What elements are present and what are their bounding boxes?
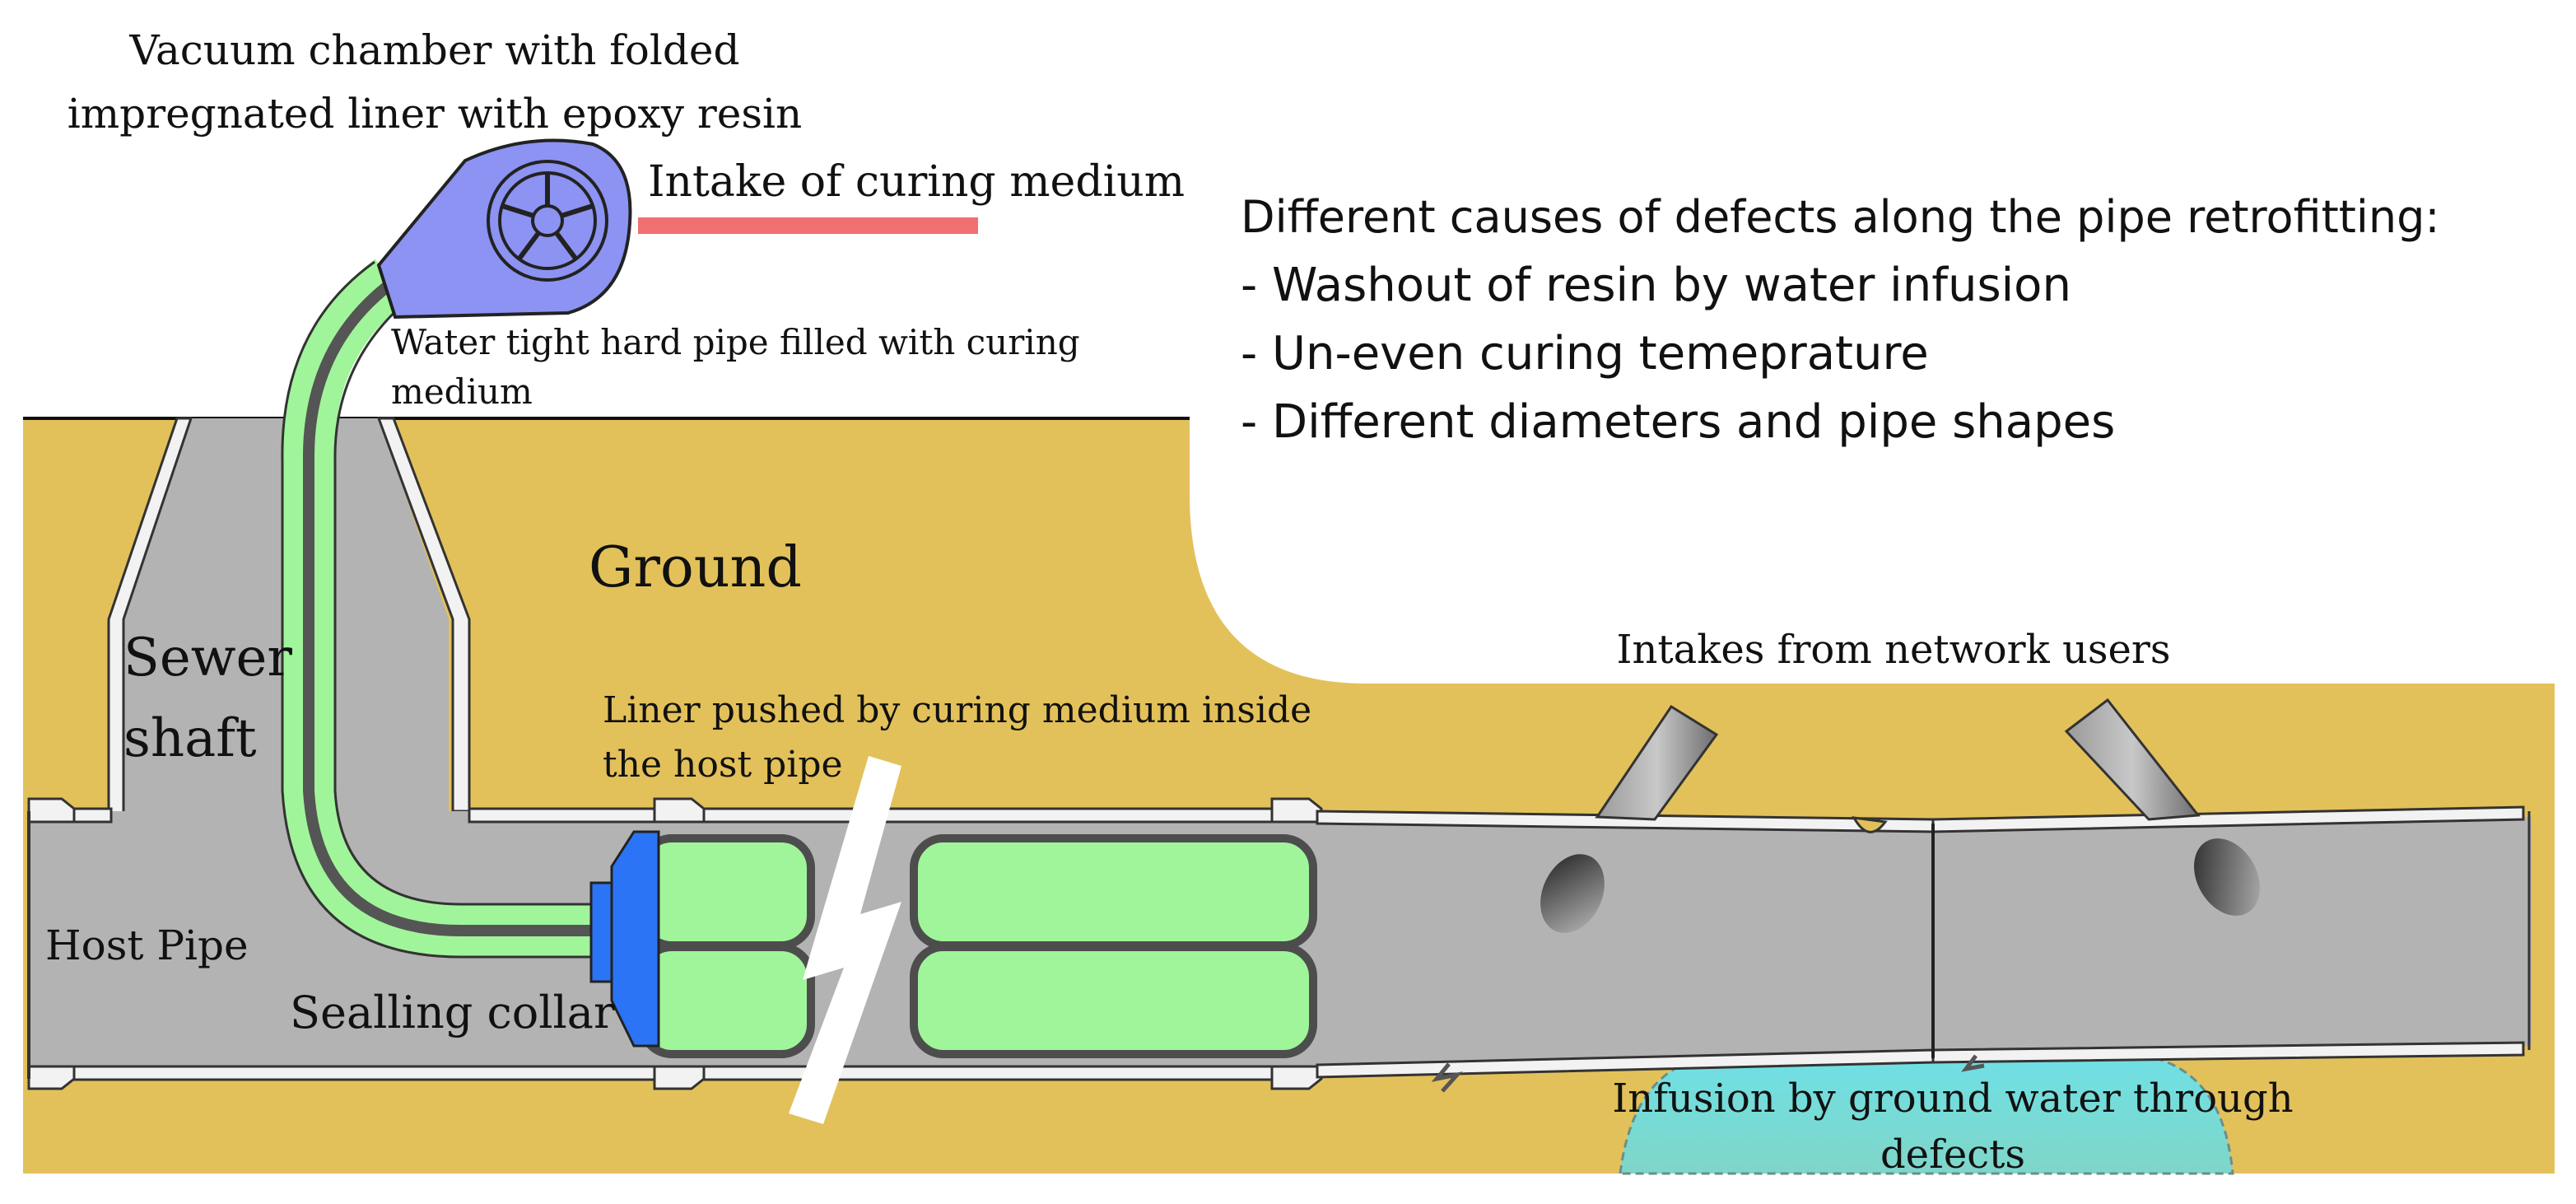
liner-upper-right — [910, 834, 1317, 950]
liner-pushed-label-line2: the host pipe — [603, 744, 843, 786]
pipe-joint — [653, 1065, 706, 1090]
network-intake-branch-2 — [2064, 698, 2201, 821]
hard-pipe-label-line2: medium — [391, 371, 533, 412]
pipe-joint — [27, 797, 76, 824]
sewer-shaft-label-line1: Sewer — [123, 628, 292, 688]
length-break-symbol — [789, 756, 901, 1124]
host-pipe-middle-section — [1317, 819, 1933, 1066]
sealing-collar-flange — [589, 881, 613, 983]
fan-wheel-icon — [501, 173, 594, 261]
vacuum-chamber-label-line2: impregnated liner with epoxy resin — [68, 90, 802, 138]
ground-label: Ground — [589, 535, 802, 600]
liner-lower-left — [638, 943, 815, 1058]
hard-pipe-hose-edge — [281, 260, 593, 959]
defects-note-item-3: - Different diameters and pipe shapes — [1241, 395, 2115, 449]
infusion-label-line2: defects — [1880, 1132, 2025, 1178]
host-pipe-right-section — [1933, 817, 2532, 1054]
network-intake-branch-1 — [1595, 704, 1719, 821]
liner-upper-left — [638, 834, 815, 950]
sewer-shaft-label-line2: shaft — [123, 708, 257, 769]
intake-hole-1 — [1540, 854, 1605, 933]
sealing-collar — [610, 830, 660, 1048]
liner-lower-right — [910, 943, 1317, 1058]
liner-pushed-label-line1: Liner pushed by curing medium inside — [603, 689, 1311, 731]
defects-note-item-2: - Un-even curing temeprature — [1241, 327, 1929, 380]
defects-note-item-1: - Washout of resin by water infusion — [1241, 259, 2071, 312]
intake-curing-label: Intake of curing medium — [648, 157, 1185, 207]
pipe-crack — [1961, 1054, 1985, 1072]
sealing-collar-label: Sealling collar — [290, 987, 615, 1038]
pipe-deformation — [1852, 816, 1888, 833]
infusion-label-line1: Infusion by ground water through — [1612, 1076, 2293, 1122]
pipe-joint — [27, 1065, 76, 1090]
curing-medium-intake-line — [638, 217, 978, 234]
intakes-users-label: Intakes from network users — [1617, 627, 2171, 673]
pipe-joint — [1270, 1065, 1323, 1090]
hard-pipe-hose-edge — [333, 296, 593, 906]
hard-pipe-core — [302, 277, 593, 936]
vacuum-chamber-hub — [531, 204, 564, 237]
pipe-joint — [1270, 797, 1323, 824]
pipe-crack — [1431, 1062, 1463, 1093]
host-pipe-label: Host Pipe — [45, 922, 249, 969]
host-pipe-top-wall — [468, 807, 1319, 824]
pipe-joint — [653, 797, 706, 824]
hard-pipe-label-line1: Water tight hard pipe filled with curing — [391, 322, 1080, 362]
defects-note-title: Different causes of defects along the pi… — [1241, 191, 2440, 243]
intake-hole-2 — [2194, 838, 2260, 916]
vacuum-chamber-label-line1: Vacuum chamber with folded — [128, 26, 739, 74]
